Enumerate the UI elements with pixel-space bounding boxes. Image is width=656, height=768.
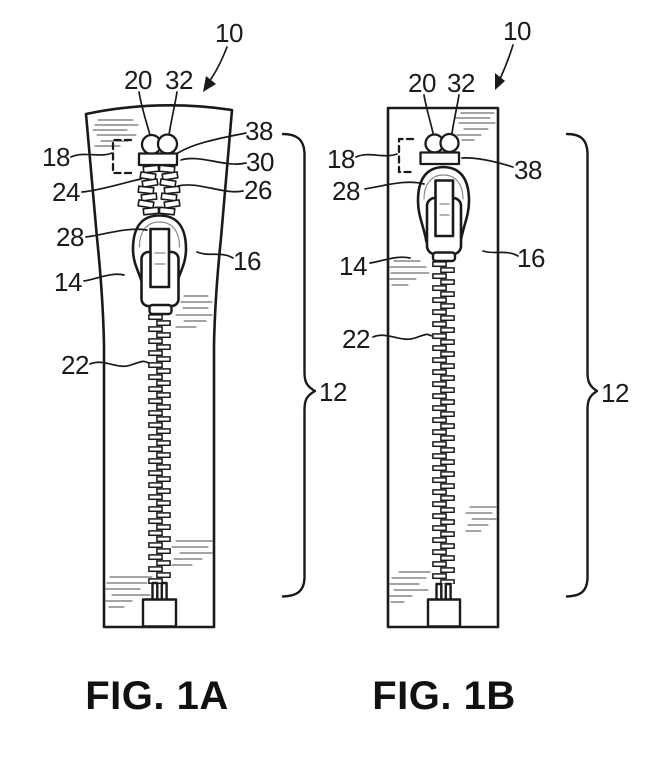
fig1a-leader-38 — [177, 132, 247, 154]
fig1a-pull-tip — [148, 303, 173, 316]
fig1a-bottom-stop — [141, 581, 178, 628]
fig1b-leader-lines — [355, 44, 519, 340]
fig1b-leader-32 — [451, 94, 460, 134]
fig1a-ref-24: 24 — [52, 177, 80, 207]
fig1b-ref-32: 32 — [447, 68, 475, 98]
fig1b-ref-22: 22 — [342, 324, 370, 354]
fig1a-ball-stop-right — [156, 133, 179, 155]
fig1b-leader-16 — [482, 250, 519, 257]
fig1a-leader-26 — [177, 184, 244, 193]
fig1b-leader-38 — [461, 157, 514, 168]
fig1b-top-stops — [419, 132, 461, 166]
fig1a-ref-12: 12 — [319, 377, 347, 407]
fig1a-drawing — [70, 46, 317, 629]
fig1b-ball-stop-right — [439, 132, 460, 154]
fig1b-leader-20 — [423, 94, 434, 134]
fig1a-caption: FIG. 1A — [85, 674, 229, 718]
fig1a-ref-32: 32 — [165, 65, 193, 95]
fig1a-ref-22: 22 — [61, 350, 89, 380]
fig1a-ref-14: 14 — [54, 267, 82, 297]
fig1b-brace-12 — [565, 132, 599, 598]
fig1b-ref-18: 18 — [327, 144, 355, 174]
fig1a-slider-slot — [149, 227, 171, 289]
fig1a-leader-14 — [83, 273, 125, 282]
fig1a-leader-28 — [85, 228, 148, 238]
fig1a-retainer-bar — [137, 152, 179, 167]
fig1a-leader-18 — [70, 152, 113, 158]
fig1a-ref-16: 16 — [233, 246, 261, 276]
fig1b-bottom-stop — [426, 582, 462, 628]
fig1b-leader-14 — [369, 256, 411, 264]
fig1a-leader-32 — [168, 91, 178, 136]
fig1a-ref-10: 10 — [215, 18, 243, 48]
fig1a-arrowhead-10 — [203, 76, 216, 92]
fig1b-drawing — [355, 44, 599, 629]
fig1b-slider — [416, 165, 471, 263]
fig1b-slider-slot — [434, 179, 455, 238]
fig1a-leader-24 — [81, 178, 142, 193]
fig1b-ref-20: 20 — [408, 68, 436, 98]
fig1b-ref-38: 38 — [514, 155, 542, 185]
fig1a-ref-20: 20 — [124, 65, 152, 95]
fig1a-leader-20 — [138, 91, 151, 136]
fig1a-zipper-teeth — [148, 314, 171, 584]
fig1a-slider — [131, 214, 188, 316]
fig1a-dashed-bracket — [111, 138, 133, 175]
fig1a-ref-38: 38 — [245, 116, 273, 146]
fig1b-ref-16: 16 — [517, 243, 545, 273]
fig1b-ref-28: 28 — [332, 176, 360, 206]
fig1a-leader-lines — [70, 46, 247, 367]
fig1b-zipper-teeth — [432, 261, 455, 584]
fig1a-open-teeth — [137, 164, 181, 216]
fig1b-leader-18 — [355, 153, 398, 158]
fig1b-leader-10 — [499, 44, 514, 80]
fig1a-leader-10 — [210, 46, 228, 80]
fig1a-leader-16 — [196, 251, 234, 259]
fig1b-ref-14: 14 — [339, 251, 367, 281]
fig1b-retainer-bar — [419, 151, 461, 166]
fig1a-ref-18: 18 — [42, 142, 70, 172]
fig1a-brace-12 — [281, 132, 317, 598]
fig1b-ref-12: 12 — [601, 378, 629, 408]
fig1b-arrowhead-10 — [495, 73, 505, 90]
fig1b-caption: FIG. 1B — [372, 674, 516, 718]
fig1b-dashed-bracket — [397, 137, 415, 174]
fig1a-ref-30: 30 — [246, 147, 274, 177]
fig1a-ref-28: 28 — [56, 222, 84, 252]
fig1b-leader-22 — [372, 333, 433, 340]
fig1b-ref-10: 10 — [503, 16, 531, 46]
fig1b-fabric-texture — [388, 112, 497, 603]
fig1a-leader-30 — [180, 157, 247, 165]
fig1a-leader-22 — [89, 360, 150, 367]
fig1a-ref-26: 26 — [244, 175, 272, 205]
fig1a-fabric-texture — [92, 119, 213, 608]
fig1b-leader-28 — [364, 181, 425, 190]
fig1b-pull-tip — [431, 251, 457, 263]
fig1a-top-stops — [137, 133, 179, 167]
